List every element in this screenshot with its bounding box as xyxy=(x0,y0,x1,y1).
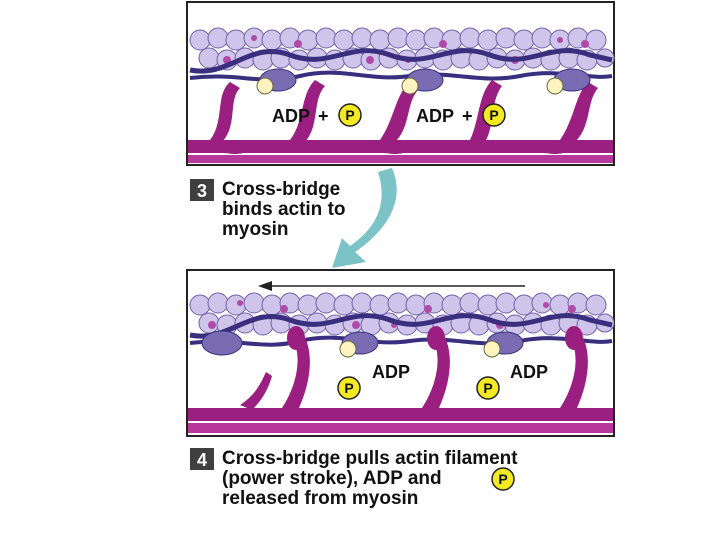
step-4-caption-line-2: (power stroke), ADP and xyxy=(222,468,442,489)
adp-label-left: ADP xyxy=(272,106,310,126)
released-phosphate-right xyxy=(476,376,500,400)
adp-beads xyxy=(339,340,501,358)
step-3-number: 3 xyxy=(197,181,207,201)
panel-step-4: P ADP P ADP xyxy=(186,269,615,437)
myosin-tails xyxy=(210,80,598,154)
step-4-caption-line-1: Cross-bridge pulls actin filament xyxy=(222,448,518,469)
myosin-thick-filament xyxy=(188,408,613,421)
phosphate-label-right: P xyxy=(489,107,498,123)
released-phosphate-left xyxy=(337,376,361,400)
adp-label-right: ADP xyxy=(416,106,454,126)
phosphate-label-left: P xyxy=(345,107,354,123)
tropomyosin-strand xyxy=(189,313,613,339)
step-3-caption-line-3: myosin xyxy=(222,219,289,240)
panel-step-3: ADP + P ADP + P xyxy=(186,1,615,166)
phosphate-circle-right xyxy=(482,103,506,127)
caption-phosphate-circle xyxy=(491,467,515,491)
caption-step-4: 4 Cross-bridge pulls actin filament (pow… xyxy=(190,448,518,509)
arrowhead-left xyxy=(258,281,272,291)
released-phosphate-right-label: P xyxy=(483,380,492,396)
plus-sign: + xyxy=(318,106,329,126)
released-adp-right: ADP xyxy=(510,362,548,382)
myosin-thick-filament-lower xyxy=(188,155,613,163)
step-3-caption-line-2: binds actin to xyxy=(222,199,346,220)
step-3-badge xyxy=(190,179,214,201)
step-4-badge xyxy=(190,448,214,470)
plus-sign-right: + xyxy=(462,106,473,126)
released-phosphate-left-label: P xyxy=(344,380,353,396)
tropomyosin-strand xyxy=(189,48,613,74)
transition-arrow xyxy=(332,168,397,268)
phosphate-circle-left xyxy=(338,103,362,127)
cross-bridges-power-stroke xyxy=(240,326,588,410)
step-4-caption-line-3: released from myosin xyxy=(222,488,418,509)
myosin-thick-filament-lower xyxy=(188,423,613,433)
released-adp-left: ADP xyxy=(372,362,410,382)
step-3-caption-line-1: Cross-bridge xyxy=(222,179,340,200)
caption-phosphate-label: P xyxy=(498,471,507,487)
caption-step-3: 3 Cross-bridge binds actin to myosin xyxy=(190,179,346,240)
adp-beads xyxy=(256,77,564,95)
actin-thin-filament xyxy=(189,292,615,336)
step-4-number: 4 xyxy=(197,450,207,470)
